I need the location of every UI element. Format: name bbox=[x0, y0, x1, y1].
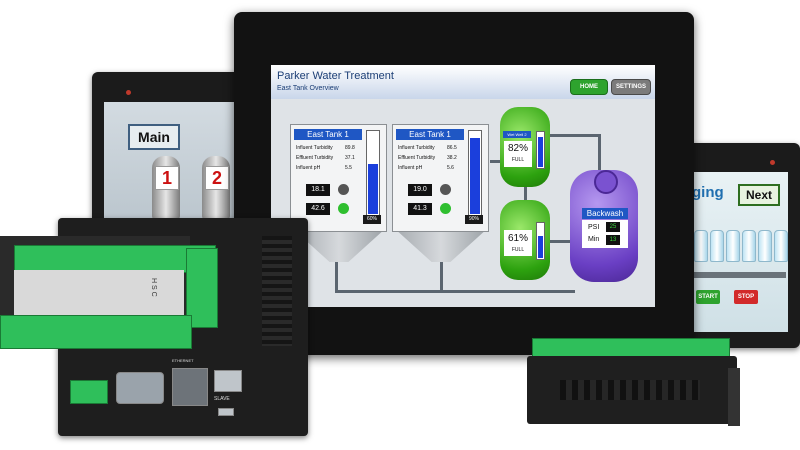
backwash-psi-label: PSI bbox=[588, 224, 600, 231]
pipe-well-link bbox=[524, 186, 527, 206]
tank-2-row-label: Effluent Turbidity bbox=[398, 155, 436, 161]
plc-vent-face bbox=[262, 236, 292, 346]
plc-label-text: H S C bbox=[150, 278, 157, 297]
tank-2-row-label: Influent Turbidity bbox=[398, 145, 435, 151]
tank-1-row-value: 37.1 bbox=[345, 155, 355, 161]
settings-button[interactable]: SETTINGS bbox=[611, 79, 651, 95]
wet-well-1-status: FULL bbox=[511, 157, 525, 163]
page-title: Parker Water Treatment bbox=[277, 70, 394, 82]
pipe-top bbox=[550, 134, 600, 137]
bottle-icon bbox=[726, 230, 740, 262]
stop-button[interactable]: STOP bbox=[734, 290, 758, 304]
tank-1-row-value: 89.8 bbox=[345, 145, 355, 151]
pipe-bottom bbox=[335, 290, 575, 293]
bottle-row bbox=[694, 230, 788, 270]
tank-2-row-label: Influent pH bbox=[398, 165, 423, 171]
bottle-icon bbox=[774, 230, 788, 262]
tank-1-row-value: 5.5 bbox=[345, 165, 352, 171]
wet-well-2-percent: 61% bbox=[507, 233, 528, 244]
bottle-icon bbox=[758, 230, 772, 262]
backwash-title: Backwash bbox=[582, 208, 628, 219]
plc-green-connector[interactable] bbox=[70, 380, 108, 404]
plc-slave-label: SLAVE bbox=[214, 396, 230, 402]
wet-well-2-status: FULL bbox=[511, 247, 525, 253]
main-label[interactable]: Main bbox=[128, 124, 180, 150]
tank-2-row-value: 38.2 bbox=[447, 155, 457, 161]
mini-tank-1-number: 1 bbox=[155, 166, 179, 190]
tank-1-level-percent: 60% bbox=[363, 215, 381, 224]
pipe-right-riser bbox=[598, 134, 601, 174]
mini-tank-2-number: 2 bbox=[205, 166, 229, 190]
tank-2-indicator-gray bbox=[440, 184, 451, 195]
wet-well-1-percent: 82% bbox=[507, 143, 528, 154]
tank-1-display-top: 18.1 bbox=[306, 184, 330, 196]
home-button[interactable]: HOME bbox=[570, 79, 608, 95]
right-hmi-power-led bbox=[770, 160, 775, 165]
bottle-icon bbox=[694, 230, 708, 262]
wet-well-1-name: Wet Well 2 bbox=[503, 131, 531, 138]
tank-1-row-label: Influent pH bbox=[296, 165, 321, 171]
wet-well-1-gauge bbox=[536, 131, 545, 169]
tank-1-indicator-green bbox=[338, 203, 349, 214]
wet-well-1-info bbox=[504, 141, 532, 167]
left-hmi-power-led bbox=[126, 90, 131, 95]
pipe-tank2-well bbox=[490, 160, 502, 163]
wet-well-2-info bbox=[504, 230, 532, 256]
tank-2-row-value: 86.5 bbox=[447, 145, 457, 151]
tank-1-row-label: Influent Turbidity bbox=[296, 145, 333, 151]
tank-1-indicator-gray bbox=[338, 184, 349, 195]
plc-serial-port[interactable] bbox=[116, 372, 164, 404]
backwash-min-label: Min bbox=[588, 236, 600, 243]
plc-ethernet-label: ETHERNET bbox=[172, 358, 194, 363]
tank-2-level-percent: 90% bbox=[465, 215, 483, 224]
start-button[interactable]: START bbox=[696, 290, 720, 304]
wet-well-1-level-fill bbox=[538, 137, 543, 167]
backwash-psi-value: 25 bbox=[606, 222, 620, 232]
tank-2-level-fill bbox=[470, 138, 480, 214]
bottle-icon bbox=[710, 230, 724, 262]
tank-2-row-value: 5.6 bbox=[447, 165, 454, 171]
tank-1-level-gauge bbox=[366, 130, 380, 216]
backwash-info bbox=[582, 220, 628, 248]
right-hmi-title: ging bbox=[692, 184, 724, 201]
plc-terminal-side bbox=[186, 248, 218, 328]
tank-1-level-fill bbox=[368, 163, 378, 214]
backwash-cap bbox=[594, 170, 618, 194]
plc-micro-usb-port[interactable] bbox=[218, 408, 234, 416]
expansion-side-connector bbox=[728, 368, 740, 426]
pipe-mid-riser bbox=[440, 262, 443, 292]
plc-label-strip bbox=[14, 270, 184, 316]
wet-well-2-gauge bbox=[536, 222, 545, 260]
tank-2-display-bottom: 41.3 bbox=[408, 203, 432, 215]
tank-2-indicator-green bbox=[440, 203, 451, 214]
tank-2-level-gauge bbox=[468, 130, 482, 216]
tank-1-row-label: Effluent Turbidity bbox=[296, 155, 334, 161]
wet-well-2-level-fill bbox=[538, 236, 543, 258]
expansion-module-vents bbox=[560, 380, 700, 400]
plc-terminal-bottom bbox=[0, 315, 192, 349]
backwash-min-value: 13 bbox=[606, 235, 620, 245]
pipe-well-backwash bbox=[550, 240, 572, 243]
plc-usb-port[interactable] bbox=[214, 370, 242, 392]
plc-ethernet-port[interactable] bbox=[172, 368, 208, 406]
tank-1-title: East Tank 1 bbox=[294, 129, 362, 140]
page-subtitle: East Tank Overview bbox=[277, 85, 339, 92]
tank-1-display-bottom: 42.6 bbox=[306, 203, 330, 215]
conveyor-belt bbox=[690, 272, 786, 278]
pipe-left-riser bbox=[335, 262, 338, 292]
tank-2-title: East Tank 1 bbox=[396, 129, 464, 140]
next-button[interactable]: Next bbox=[738, 184, 780, 206]
tank-2-display-top: 19.0 bbox=[408, 184, 432, 196]
bottle-icon bbox=[742, 230, 756, 262]
